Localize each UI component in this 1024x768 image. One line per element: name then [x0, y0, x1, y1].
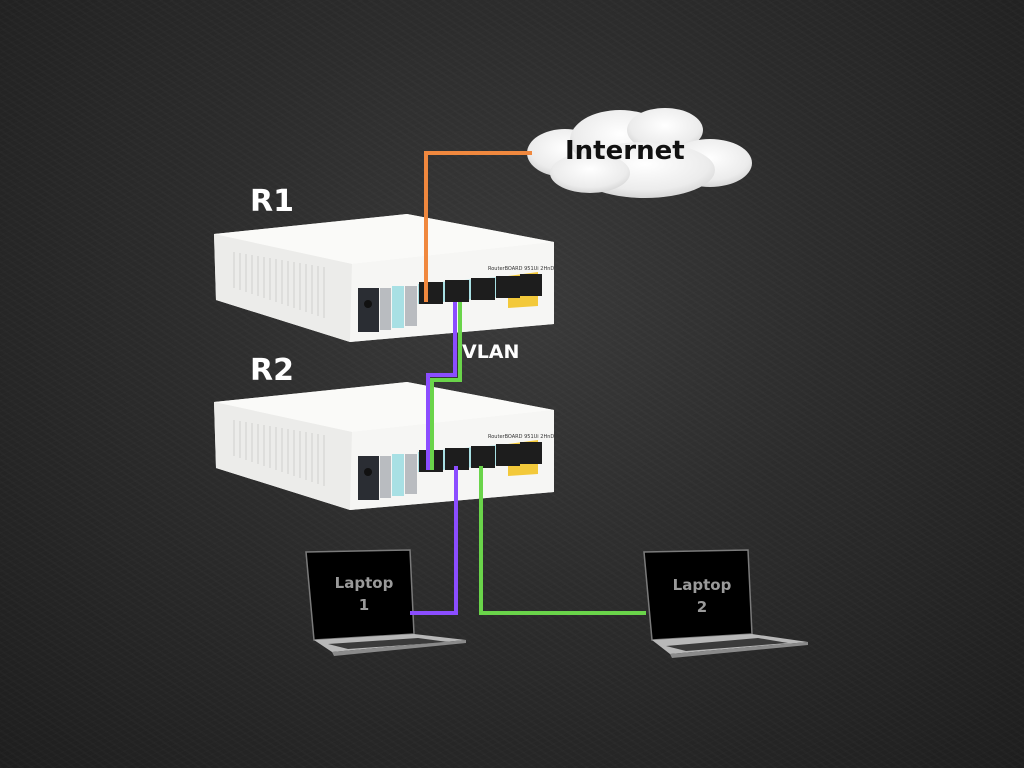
cloud-icon [527, 108, 752, 198]
laptop-1-label-line2: 1 [358, 596, 370, 614]
router-r1: RouterBOARD 951Ui 2HnD [212, 212, 557, 342]
r1-label: R1 [250, 184, 294, 219]
internet-cloud [525, 108, 755, 204]
laptop-2-label-line2: 2 [696, 598, 708, 616]
r2-label: R2 [250, 353, 294, 388]
laptop-1: Laptop 1 [298, 548, 478, 658]
r2-model-text: RouterBOARD 951Ui 2HnD [488, 434, 554, 440]
laptop-2-label-line1: Laptop [672, 576, 732, 594]
router-r1-icon: RouterBOARD 951Ui 2HnD [214, 214, 554, 342]
router-r2-icon: RouterBOARD 951Ui 2HnD [214, 382, 554, 510]
vlan-label: VLAN [462, 341, 520, 363]
laptop-2-icon [643, 549, 808, 658]
router-r2: RouterBOARD 951Ui 2HnD [212, 380, 557, 510]
r1-model-text: RouterBOARD 951Ui 2HnD [488, 266, 554, 272]
laptop-1-label: Laptop 1 [274, 572, 454, 616]
laptop-1-icon [305, 549, 466, 656]
laptop-2-label: Laptop 2 [612, 574, 792, 618]
laptop-1-label-line1: Laptop [334, 574, 394, 592]
internet-label: Internet [565, 136, 685, 166]
laptop-2: Laptop 2 [640, 548, 820, 658]
